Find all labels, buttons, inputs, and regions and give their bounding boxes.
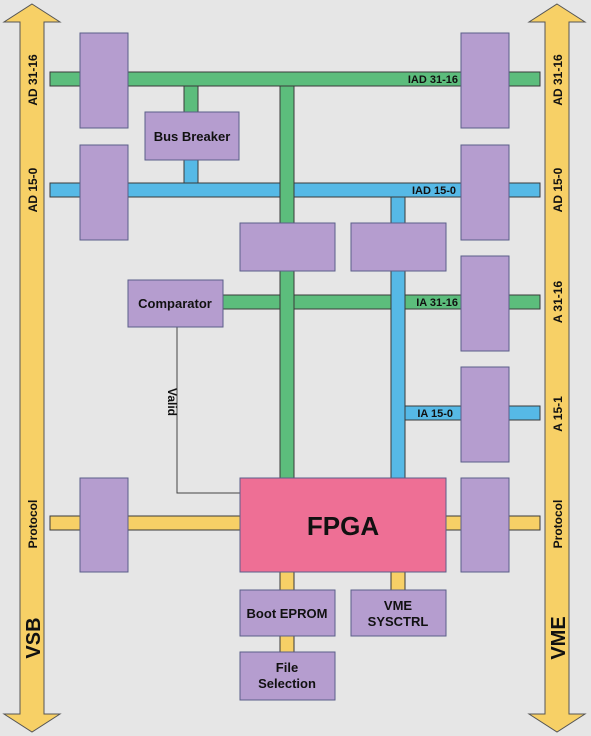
boot-eprom-block <box>239 589 336 637</box>
blocks <box>79 32 510 701</box>
vsb-ad-15-0-label: AD 15-0 <box>26 167 40 212</box>
file-selection-label-line2: Selection <box>258 676 316 691</box>
vme-transceiver-a-15-1 <box>460 366 510 463</box>
fpga-stub-right <box>390 571 406 591</box>
vme-ad-31-16-label: AD 31-16 <box>551 54 565 106</box>
boot-eprom-label: Boot EPROM <box>247 606 328 621</box>
bus-green-vertical <box>279 85 295 479</box>
vsb-transceiver-ad-31-16 <box>79 32 129 129</box>
vsb-transceiver-ad-15-0 <box>79 144 129 241</box>
bus-iad-15-0 <box>49 182 541 198</box>
vme-bus-arrow <box>527 3 587 733</box>
ia-31-16-label: IA 31-16 <box>416 297 458 309</box>
valid-label: Valid <box>165 388 179 416</box>
comparator-block <box>127 279 224 328</box>
fpga-block <box>239 477 447 573</box>
bus-breaker-block <box>144 111 240 161</box>
bus-breaker-stub-top <box>183 85 199 113</box>
vme-transceiver-ad-31-16 <box>460 32 510 129</box>
valid-signal-line <box>176 327 240 494</box>
file-selection-block <box>239 651 336 701</box>
comparator-label: Comparator <box>138 296 212 311</box>
iad-15-0-label: IAD 15-0 <box>412 185 456 197</box>
vsb-title: VSB <box>23 617 45 658</box>
vme-a-15-1-label: A 15-1 <box>551 396 565 432</box>
vsb-protocol-label: Protocol <box>26 500 40 549</box>
vme-transceiver-protocol <box>460 477 510 573</box>
file-selection-label-line1: File <box>276 660 298 675</box>
vme-a-31-16-label: A 31-16 <box>551 281 565 324</box>
vme-sysctrl-label-line2: SYSCTRL <box>368 614 429 629</box>
latch-block-left <box>239 222 336 272</box>
latch-block-right <box>350 222 447 272</box>
fpga-label: FPGA <box>307 511 379 541</box>
vme-sysctrl-block <box>350 589 447 637</box>
vsb-ad-31-16-label: AD 31-16 <box>26 54 40 106</box>
vme-ad-15-0-label: AD 15-0 <box>551 167 565 212</box>
fpga-stub-left <box>279 571 295 591</box>
vme-transceiver-ad-15-0 <box>460 144 510 241</box>
bus-breaker-label: Bus Breaker <box>154 129 231 144</box>
vme-sysctrl-label-line1: VME <box>384 598 413 613</box>
vsb-bus-arrow <box>2 3 62 733</box>
vme-protocol-label: Protocol <box>551 500 565 549</box>
vsb-transceiver-protocol <box>79 477 129 573</box>
ia-15-0-label: IA 15-0 <box>417 408 453 420</box>
vme-transceiver-a-31-16 <box>460 255 510 352</box>
iad-31-16-label: IAD 31-16 <box>408 74 458 86</box>
vme-title: VME <box>548 616 570 659</box>
bus-iad-31-16 <box>49 71 541 87</box>
eprom-stub <box>279 635 295 653</box>
bus-breaker-stub-bottom <box>183 159 199 184</box>
